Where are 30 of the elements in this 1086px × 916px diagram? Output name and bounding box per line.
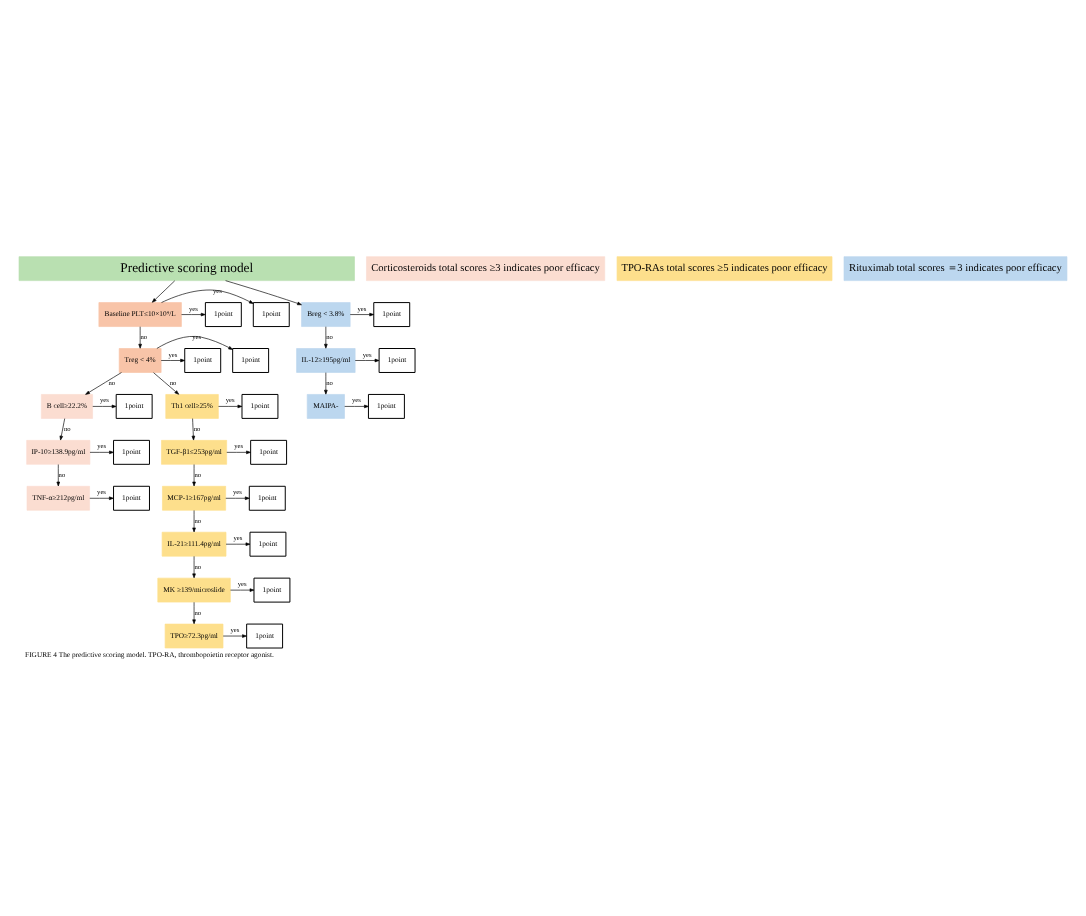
arrow bbox=[225, 495, 250, 499]
arrow bbox=[349, 311, 374, 316]
arrow bbox=[85, 371, 122, 394]
arrow bbox=[92, 403, 117, 408]
arrow bbox=[324, 371, 328, 394]
arrow bbox=[192, 600, 196, 624]
arrow bbox=[138, 325, 142, 348]
arrow bbox=[344, 403, 369, 408]
arrow bbox=[222, 633, 247, 637]
arrow bbox=[218, 403, 243, 408]
arrow bbox=[225, 541, 251, 545]
arrow bbox=[160, 357, 185, 362]
arrow bbox=[226, 449, 251, 454]
arrow bbox=[156, 335, 233, 349]
arrow bbox=[151, 279, 176, 302]
arrow bbox=[161, 288, 254, 303]
arrow bbox=[59, 417, 66, 440]
arrow bbox=[192, 555, 196, 578]
arrow bbox=[225, 279, 302, 305]
arrow bbox=[230, 587, 255, 591]
arrow bbox=[181, 311, 206, 316]
arrow bbox=[192, 463, 196, 486]
arrow bbox=[56, 463, 61, 486]
arrow bbox=[192, 509, 196, 532]
arrow bbox=[89, 495, 114, 499]
arrow bbox=[324, 325, 328, 348]
arrow bbox=[354, 357, 380, 362]
arrow bbox=[89, 449, 114, 454]
arrow bbox=[191, 417, 196, 440]
arrow bbox=[153, 371, 180, 394]
